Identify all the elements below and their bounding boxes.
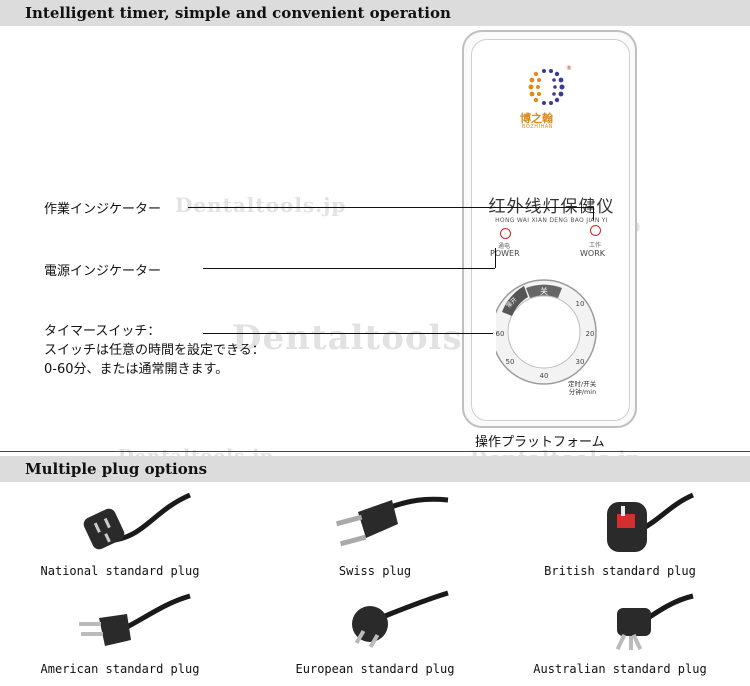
plug-label: Swiss plug xyxy=(338,564,412,578)
timer-switch-leader xyxy=(203,333,493,334)
power-label-cn: 通电 xyxy=(498,243,511,250)
power-indicator-label: 電源インジケーター xyxy=(44,264,162,279)
plug-option: American standard plug xyxy=(0,588,240,676)
dial-mark-10: 10 xyxy=(576,300,585,308)
work-led-icon xyxy=(590,225,601,236)
work-label: WORK xyxy=(580,249,606,258)
brand-logo-icon: ® xyxy=(522,62,572,122)
work-indicator-leader xyxy=(188,207,593,208)
swiss-plug-icon xyxy=(335,496,449,547)
divider xyxy=(0,451,750,452)
dial-off-label: 关 xyxy=(540,286,548,296)
timer-switch-description: タイマースイッチ： スイッチは任意の時間を設定できる： 0-60分、または通常開… xyxy=(44,322,265,379)
british-plug-icon xyxy=(607,492,695,552)
section-title: Multiple plug options xyxy=(25,460,208,478)
plug-label: Australian standard plug xyxy=(533,662,707,676)
plug-label: European standard plug xyxy=(295,662,455,676)
timer-dial[interactable]: 关 常开 10 20 30 40 50 60 xyxy=(491,272,616,392)
australian-plug-icon xyxy=(615,593,694,651)
watermark: Dentaltools.jp xyxy=(175,193,347,217)
timer-switch-desc-2: 0-60分、または通常開きます。 xyxy=(44,362,229,377)
plug-label: British standard plug xyxy=(544,564,696,578)
dial-mark-30: 30 xyxy=(576,358,585,366)
dial-mark-50: 50 xyxy=(506,358,515,366)
plug-option: Swiss plug xyxy=(255,490,495,578)
timer-device-panel: ® 博之翰 BOZHIHAN 红外线灯保健仪 HONG WAI XIAN DEN… xyxy=(462,30,637,428)
device-title-pinyin: HONG WAI XIAN DENG BAO JIAN YI xyxy=(495,217,608,224)
dial-caption-line1: 定时/开关 xyxy=(568,380,597,388)
section-banner-plugs: Multiple plug options xyxy=(0,456,750,482)
dial-caption-line2: 分钟/min xyxy=(568,388,597,396)
power-led-icon xyxy=(500,228,511,239)
european-plug-icon xyxy=(352,590,449,649)
power-indicator-leader-rise xyxy=(495,248,496,268)
plug-label: National standard plug xyxy=(40,564,200,578)
plug-option: British standard plug xyxy=(500,490,740,578)
section-title: Intelligent timer, simple and convenient… xyxy=(25,4,451,22)
work-indicator-label: 作業インジケーター xyxy=(44,202,162,217)
timer-switch-desc-1: スイッチは任意の時間を設定できる： xyxy=(44,343,265,358)
dial-caption: 定时/开关 分钟/min xyxy=(568,380,596,396)
plug-label: American standard plug xyxy=(40,662,200,676)
dial-mark-20: 20 xyxy=(586,330,595,338)
power-indicator-leader xyxy=(203,268,495,269)
plug-option: European standard plug xyxy=(255,588,495,676)
plug-option: Australian standard plug xyxy=(500,588,740,676)
platform-label: 操作プラットフォーム xyxy=(475,435,605,450)
work-indicator-leader-drop xyxy=(593,207,594,220)
device-title: 红外线灯保健仪 xyxy=(488,197,615,217)
brand-name-en: BOZHIHAN xyxy=(522,124,553,130)
power-label: POWER xyxy=(490,249,520,258)
dial-mark-60: 60 xyxy=(496,330,504,338)
work-label-cn: 工作 xyxy=(589,242,602,249)
section-banner-timer: Intelligent timer, simple and convenient… xyxy=(0,0,750,26)
china-plug-icon xyxy=(83,492,191,550)
svg-text:®: ® xyxy=(566,65,572,72)
brand-name: 博之翰 xyxy=(520,112,553,125)
plug-option: National standard plug xyxy=(0,490,240,578)
timer-switch-title: タイマースイッチ： xyxy=(44,324,161,339)
american-plug-icon xyxy=(79,593,191,646)
dial-mark-40: 40 xyxy=(540,372,549,380)
